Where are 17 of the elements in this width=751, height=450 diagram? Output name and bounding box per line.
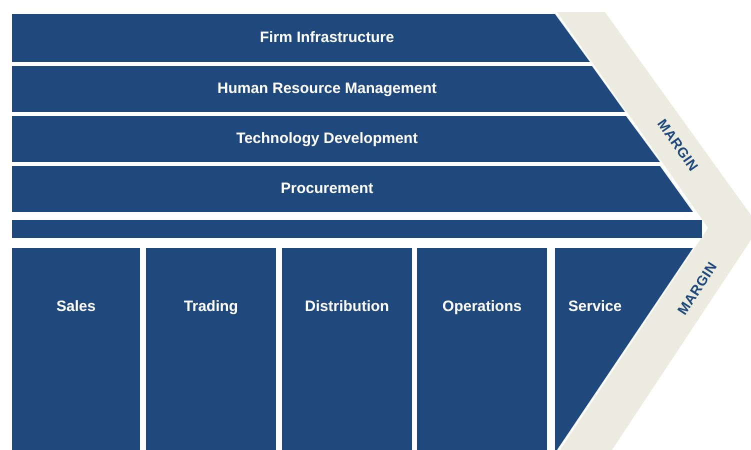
band-label: Human Resource Management [216, 80, 438, 97]
band-label: Procurement [280, 180, 374, 197]
band-label: Technology Development [235, 130, 419, 147]
primary-activity-column [282, 248, 412, 450]
band-label: Firm Infrastructure [258, 29, 396, 46]
activity-label: Operations [441, 298, 523, 315]
primary-activity-column [12, 248, 140, 450]
margin-chevron [555, 12, 751, 450]
support-activity-band [12, 66, 625, 112]
primary-activity-column [146, 248, 276, 450]
activity-label: Trading [182, 298, 240, 315]
activity-label: Sales [55, 298, 97, 315]
primary-activity-column [417, 248, 547, 450]
activity-label: Distribution [304, 298, 390, 315]
support-activity-band [12, 14, 590, 62]
activity-label: Service [567, 298, 623, 315]
divider-bar [12, 220, 702, 238]
